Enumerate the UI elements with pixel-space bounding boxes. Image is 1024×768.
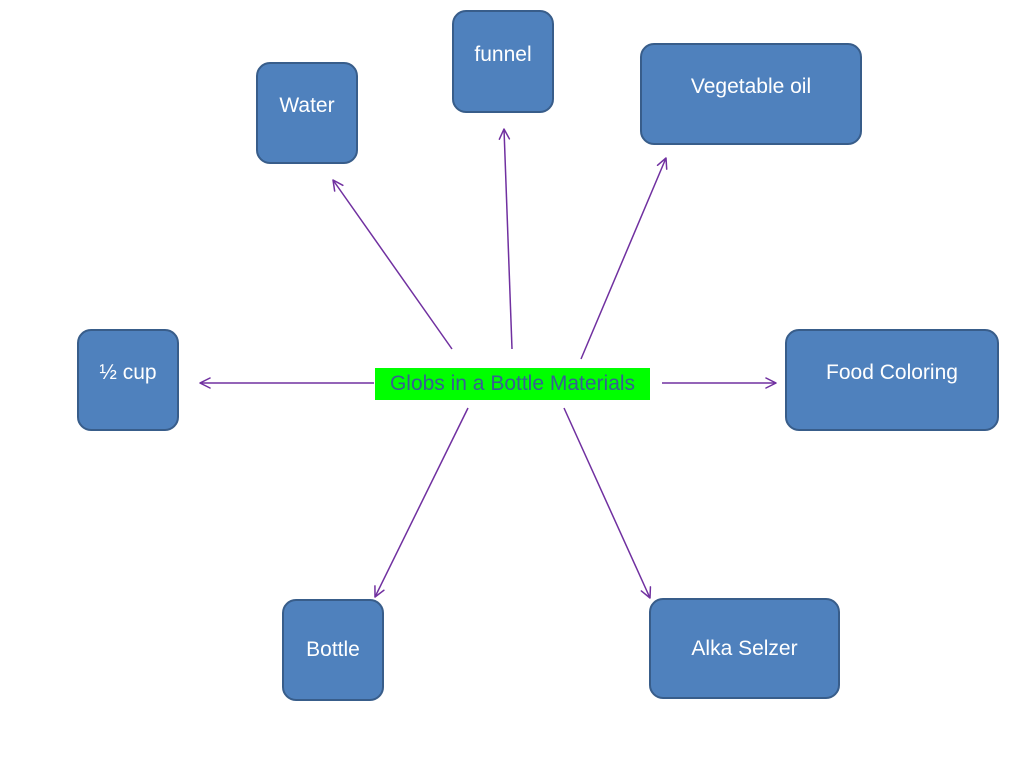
arrow-to-funnel: [498, 128, 513, 350]
node-bottle-label: Bottle: [306, 638, 360, 662]
node-food-coloring: Food Coloring: [785, 329, 999, 431]
node-bottle: Bottle: [282, 599, 384, 701]
node-water: Water: [256, 62, 358, 164]
node-funnel-label: funnel: [474, 42, 532, 66]
node-food-coloring-label: Food Coloring: [826, 361, 958, 385]
node-alka-selzer-label: Alka Selzer: [691, 636, 798, 660]
arrow-to-alka-selzer: [563, 407, 652, 599]
central-topic-label: Globs in a Bottle Materials: [389, 372, 636, 395]
node-water-label: Water: [279, 94, 335, 118]
node-alka-selzer: Alka Selzer: [649, 598, 840, 699]
node-half-cup-label: ½ cup: [99, 361, 157, 385]
node-funnel: funnel: [452, 10, 554, 113]
node-vegetable-oil: Vegetable oil: [640, 43, 862, 145]
central-topic: Globs in a Bottle Materials: [375, 368, 650, 400]
node-vegetable-oil-label: Vegetable oil: [690, 75, 812, 99]
node-half-cup: ½ cup: [77, 329, 179, 431]
arrow-to-bottle: [374, 407, 469, 598]
arrow-to-water: [332, 179, 453, 350]
arrow-to-vegetable-oil: [580, 157, 668, 360]
